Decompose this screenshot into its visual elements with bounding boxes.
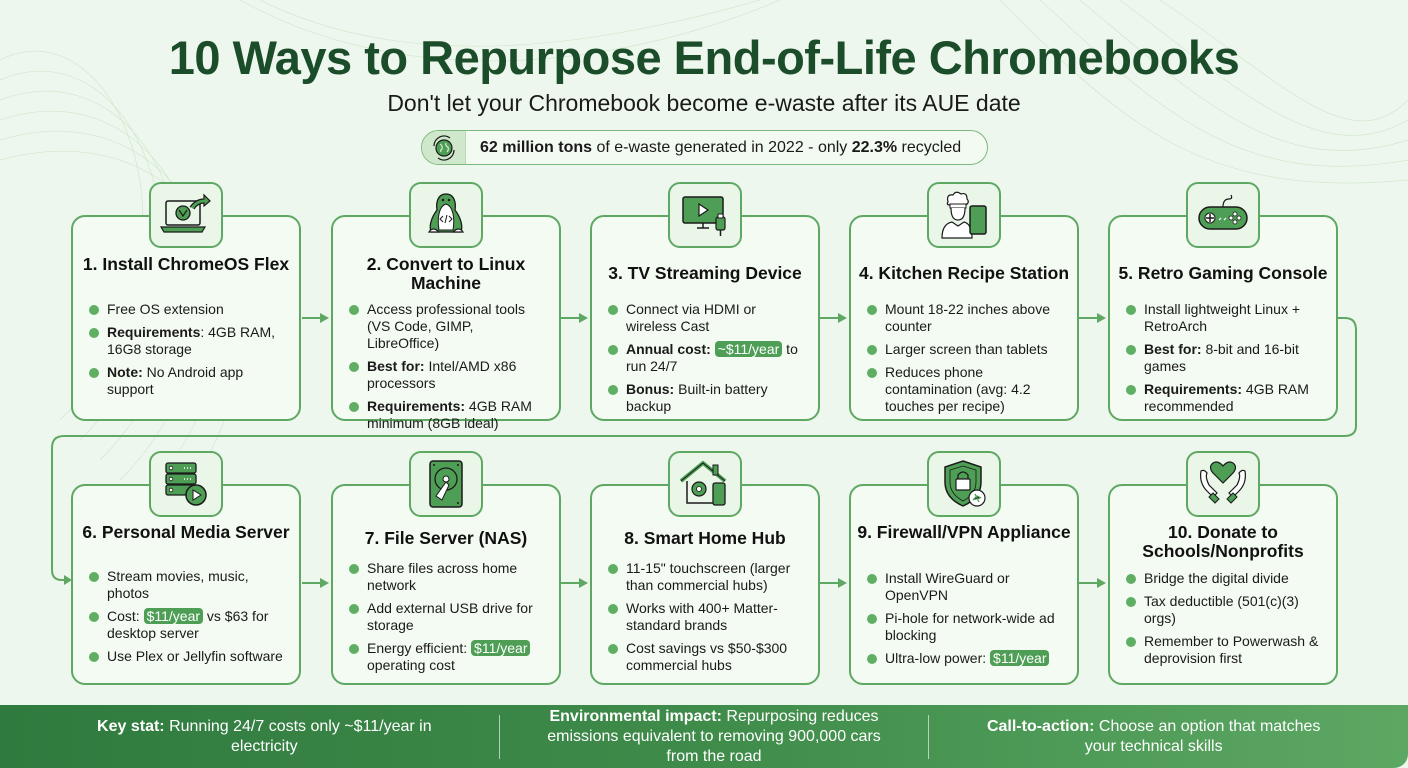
card-kitchen-recipe: 4. Kitchen Recipe Station Mount 18-22 in… <box>849 182 1079 421</box>
card-list: Access professional tools (VS Code, GIMP… <box>349 301 549 438</box>
arrow-right-icon <box>561 578 588 588</box>
stat-tons: 62 million tons <box>480 138 593 156</box>
cost-highlight: $11/year <box>471 640 531 656</box>
list-item: Energy efficient: $11/year operating cos… <box>349 640 549 674</box>
list-item: Stream movies, music, photos <box>89 568 289 602</box>
card-title: 2. Convert to Linux Machine <box>366 254 526 293</box>
list-item: Pi-hole for network-wide ad blocking <box>867 610 1067 644</box>
list-item: Access professional tools (VS Code, GIMP… <box>349 301 549 352</box>
card-smart-home: 8. Smart Home Hub 11-15" touchscreen (la… <box>590 451 820 685</box>
tv-hdmi-icon <box>668 182 742 248</box>
stat-percent: 22.3% <box>851 138 898 156</box>
card-list: Bridge the digital divide Tax deductible… <box>1126 570 1326 673</box>
list-item: Add external USB drive for storage <box>349 600 549 634</box>
list-item: Ultra-low power: $11/year <box>867 650 1067 667</box>
card-list: Share files across home network Add exte… <box>349 560 549 680</box>
list-item: Share files across home network <box>349 560 549 594</box>
ewaste-stat-banner: 62 million tons of e-waste generated in … <box>421 130 988 165</box>
card-convert-linux: 2. Convert to Linux Machine Access profe… <box>331 182 561 431</box>
footer-call-to-action: Call-to-action: Choose an option that ma… <box>986 717 1321 755</box>
card-list: Connect via HDMI or wireless Cast Annual… <box>608 301 808 421</box>
card-tv-streaming: 3. TV Streaming Device Connect via HDMI … <box>590 182 820 421</box>
stat-text-end: recycled <box>897 138 962 156</box>
list-item: Bonus: Built-in battery backup <box>608 381 808 415</box>
card-list: 11-15" touchscreen (larger than commerci… <box>608 560 808 680</box>
footer-divider <box>498 714 500 759</box>
arrow-right-icon <box>561 313 588 323</box>
card-title: 4. Kitchen Recipe Station <box>858 263 1070 283</box>
card-media-server: 6. Personal Media Server Stream movies, … <box>71 451 301 685</box>
card-title: 3. TV Streaming Device <box>608 263 802 283</box>
stat-text: of e-waste generated in 2022 - only <box>592 138 852 156</box>
card-retro-gaming: 5. Retro Gaming Console Install lightwei… <box>1108 182 1338 421</box>
card-firewall-vpn: 9. Firewall/VPN Appliance Install WireGu… <box>849 451 1079 685</box>
card-title: 1. Install ChromeOS Flex <box>82 254 290 274</box>
card-file-server: 7. File Server (NAS) Share files across … <box>331 451 561 685</box>
list-item: Remember to Powerwash & deprovision firs… <box>1126 633 1326 667</box>
card-title: 5. Retro Gaming Console <box>1118 263 1328 283</box>
smart-home-icon <box>668 451 742 517</box>
card-title: 7. File Server (NAS) <box>364 528 528 548</box>
list-item: Connect via HDMI or wireless Cast <box>608 301 808 335</box>
arrow-right-icon <box>1079 313 1106 323</box>
list-item: Note: No Android app support <box>89 364 289 398</box>
card-list: Mount 18-22 inches above counter Larger … <box>867 301 1067 421</box>
arrow-right-icon <box>820 313 847 323</box>
linux-penguin-icon <box>409 182 483 248</box>
heart-hands-icon <box>1186 451 1260 517</box>
card-install-chromeos-flex: 1. Install ChromeOS Flex Free OS extensi… <box>71 182 301 421</box>
list-item: Tax deductible (501(c)(3) orgs) <box>1126 593 1326 627</box>
arrow-right-icon <box>820 578 847 588</box>
card-title: 10. Donate to Schools/Nonprofits <box>1142 522 1304 561</box>
cost-highlight: $11/year <box>143 608 204 624</box>
shield-lock-icon <box>927 451 1001 517</box>
cost-highlight: $11/year <box>990 650 1050 666</box>
arrow-right-icon <box>302 313 329 323</box>
recycle-globe-icon <box>422 131 466 164</box>
server-play-icon <box>149 451 223 517</box>
list-item: Best for: 8-bit and 16-bit games <box>1126 341 1326 375</box>
page-title: 10 Ways to Repurpose End-of-Life Chromeb… <box>168 31 1240 84</box>
list-item: Install WireGuard or OpenVPN <box>867 570 1067 604</box>
hard-drive-icon <box>409 451 483 517</box>
list-item: Requirements: 4GB RAM recommended <box>1126 381 1326 415</box>
list-item: Reduces phone contamination (avg: 4.2 to… <box>867 364 1067 415</box>
footer-environmental-impact: Environmental impact: Repurposing reduce… <box>547 707 881 765</box>
list-item: Larger screen than tablets <box>867 341 1067 358</box>
footer-banner: Key stat: Running 24/7 costs only ~$11/y… <box>0 705 1408 768</box>
list-item: Requirements: 4GB RAM minimum (8GB ideal… <box>349 398 549 432</box>
laptop-chrome-icon <box>149 182 223 248</box>
card-title: 6. Personal Media Server <box>82 522 290 542</box>
card-title: 8. Smart Home Hub <box>624 528 786 548</box>
chef-tablet-icon <box>927 182 1001 248</box>
page-subtitle: Don't let your Chromebook become e-waste… <box>387 90 1021 116</box>
arrow-right-icon <box>302 578 329 588</box>
list-item: Mount 18-22 inches above counter <box>867 301 1067 335</box>
list-item: Use Plex or Jellyfin software <box>89 648 289 665</box>
footer-key-stat: Key stat: Running 24/7 costs only ~$11/y… <box>97 717 432 755</box>
list-item: 11-15" touchscreen (larger than commerci… <box>608 560 808 594</box>
card-donate: 10. Donate to Schools/Nonprofits Bridge … <box>1108 451 1338 685</box>
list-item: Cost: $11/year vs $63 for desktop server <box>89 608 289 642</box>
footer-divider <box>928 714 930 759</box>
card-list: Install lightweight Linux + RetroArch Be… <box>1126 301 1326 421</box>
list-item: Requirements: 4GB RAM, 16G8 storage <box>89 324 289 358</box>
list-item: Cost savings vs $50-$300 commercial hubs <box>608 640 808 674</box>
gamepad-icon <box>1186 182 1260 248</box>
card-list: Stream movies, music, photos Cost: $11/y… <box>89 568 289 671</box>
list-item: Works with 400+ Matter-standard brands <box>608 600 808 634</box>
list-item: Install lightweight Linux + RetroArch <box>1126 301 1326 335</box>
list-item: Best for: Intel/AMD x86 processors <box>349 358 549 392</box>
card-list: Free OS extension Requirements: 4GB RAM,… <box>89 301 289 404</box>
arrow-right-icon <box>1079 578 1106 588</box>
list-item: Bridge the digital divide <box>1126 570 1326 587</box>
cost-highlight: ~$11/year <box>714 341 783 357</box>
list-item: Free OS extension <box>89 301 289 318</box>
list-item: Annual cost: ~$11/year to run 24/7 <box>608 341 808 375</box>
card-title: 9. Firewall/VPN Appliance <box>857 522 1071 542</box>
card-list: Install WireGuard or OpenVPN Pi-hole for… <box>867 570 1067 673</box>
